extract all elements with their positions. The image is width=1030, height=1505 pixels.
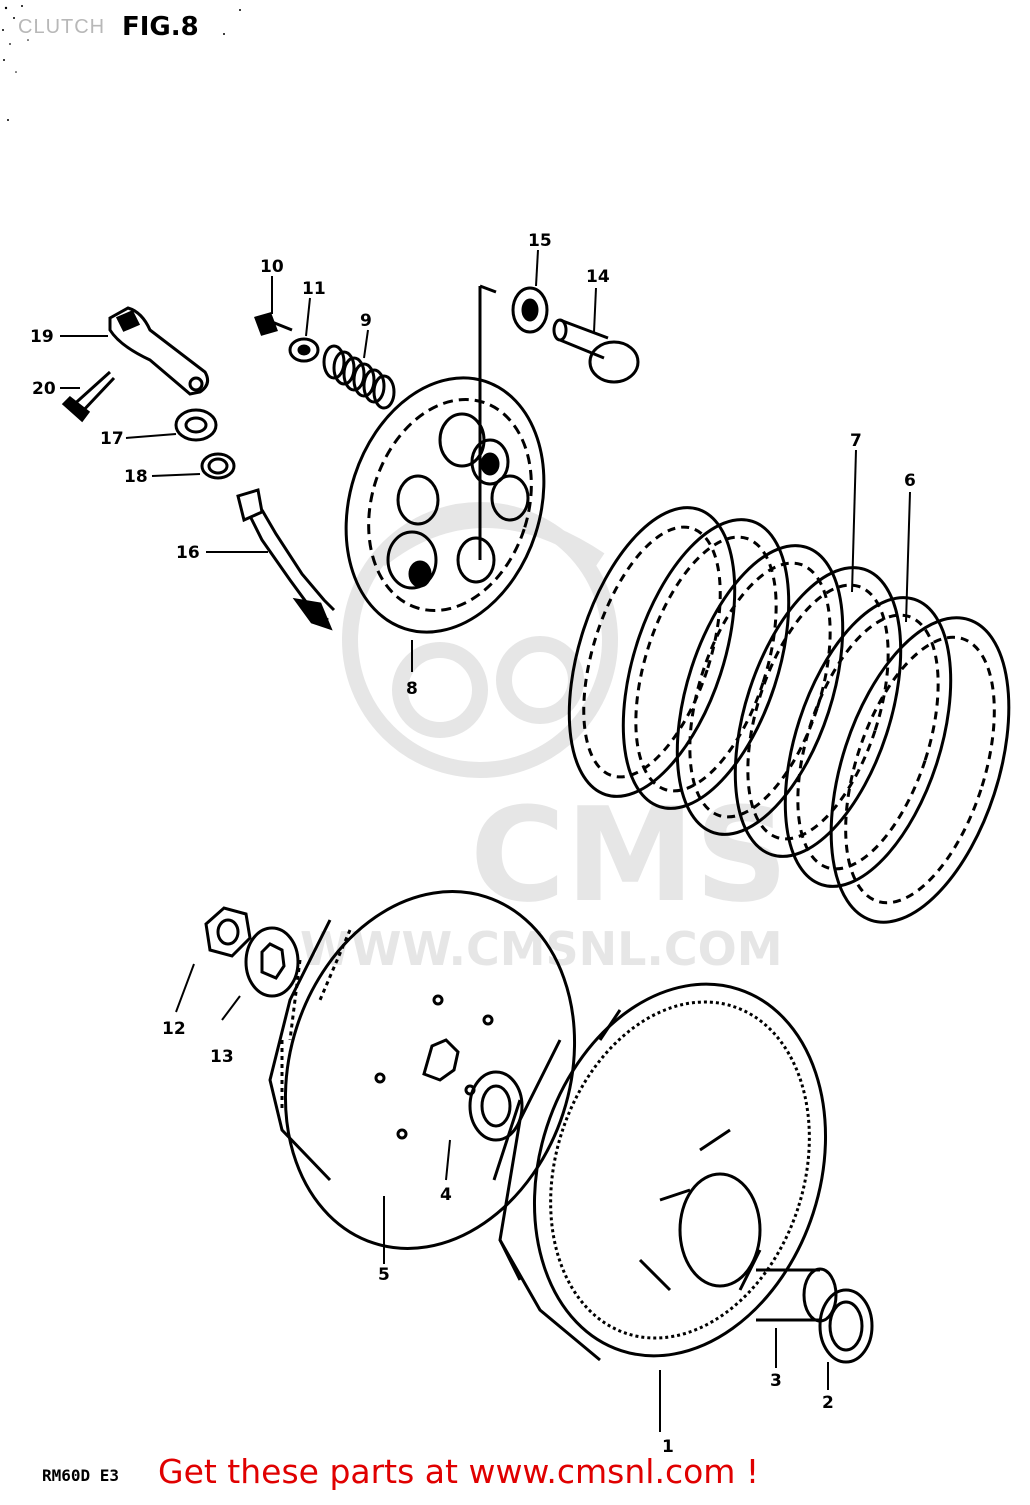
part-20-bolt <box>61 370 116 423</box>
part-15-washer <box>511 286 549 334</box>
part-10-bolt <box>254 312 293 336</box>
callout-2: 2 <box>822 1393 834 1413</box>
callout-20: 20 <box>32 379 56 399</box>
part-13-lock-washer <box>244 926 300 998</box>
callout-11: 11 <box>302 279 326 299</box>
callout-3: 3 <box>770 1371 782 1391</box>
part-12-nut <box>204 906 252 958</box>
callout-13: 13 <box>210 1047 234 1067</box>
callout-9: 9 <box>360 311 372 331</box>
leader-lines <box>60 249 911 1432</box>
section-title: CLUTCH <box>18 16 106 38</box>
callout-numbers: 1 2 3 4 5 6 7 8 9 10 11 12 13 14 15 16 1… <box>30 231 916 1457</box>
part-16-release-shaft <box>236 488 336 631</box>
part-17-washer <box>174 408 218 442</box>
model-code: RM60D E3 <box>42 1466 120 1485</box>
callout-15: 15 <box>528 231 552 251</box>
callout-19: 19 <box>30 327 54 347</box>
part-11-washer <box>288 337 320 363</box>
part-3-spacer <box>756 1267 838 1323</box>
callout-16: 16 <box>176 543 200 563</box>
part-2-washer <box>818 1288 874 1364</box>
callout-1: 1 <box>662 1437 674 1457</box>
callout-10: 10 <box>260 257 284 277</box>
callout-14: 14 <box>586 267 610 287</box>
callout-5: 5 <box>378 1265 390 1285</box>
part-5-clutch-hub <box>268 890 577 1250</box>
part-14-pin <box>552 318 640 384</box>
part-8-pressure-plate <box>344 284 546 634</box>
callout-18: 18 <box>124 467 148 487</box>
part-18-o-ring <box>200 452 236 480</box>
part-4-thrust-washer <box>468 1070 524 1142</box>
cta-link[interactable]: Get these parts at www.cmsnl.com ! <box>158 1452 760 1491</box>
callout-7: 7 <box>850 431 862 451</box>
callout-17: 17 <box>100 429 124 449</box>
watermark-url: WWW.CMSNL.COM <box>300 922 783 976</box>
callout-6: 6 <box>904 471 916 491</box>
callout-8: 8 <box>406 679 418 699</box>
callout-12: 12 <box>162 1019 186 1039</box>
part-9-spring <box>322 344 396 410</box>
part-19-release-arm <box>108 306 210 396</box>
watermark-brand: CMS <box>470 779 788 931</box>
figure-number: FIG.8 <box>122 12 199 42</box>
parts-6-7-clutch-plates <box>567 506 1011 924</box>
watermark-mascot <box>342 502 618 778</box>
watermark: CMS WWW.CMSNL.COM <box>300 502 788 976</box>
callout-4: 4 <box>440 1185 452 1205</box>
part-1-clutch-housing <box>492 982 828 1362</box>
scan-noise <box>2 5 241 121</box>
